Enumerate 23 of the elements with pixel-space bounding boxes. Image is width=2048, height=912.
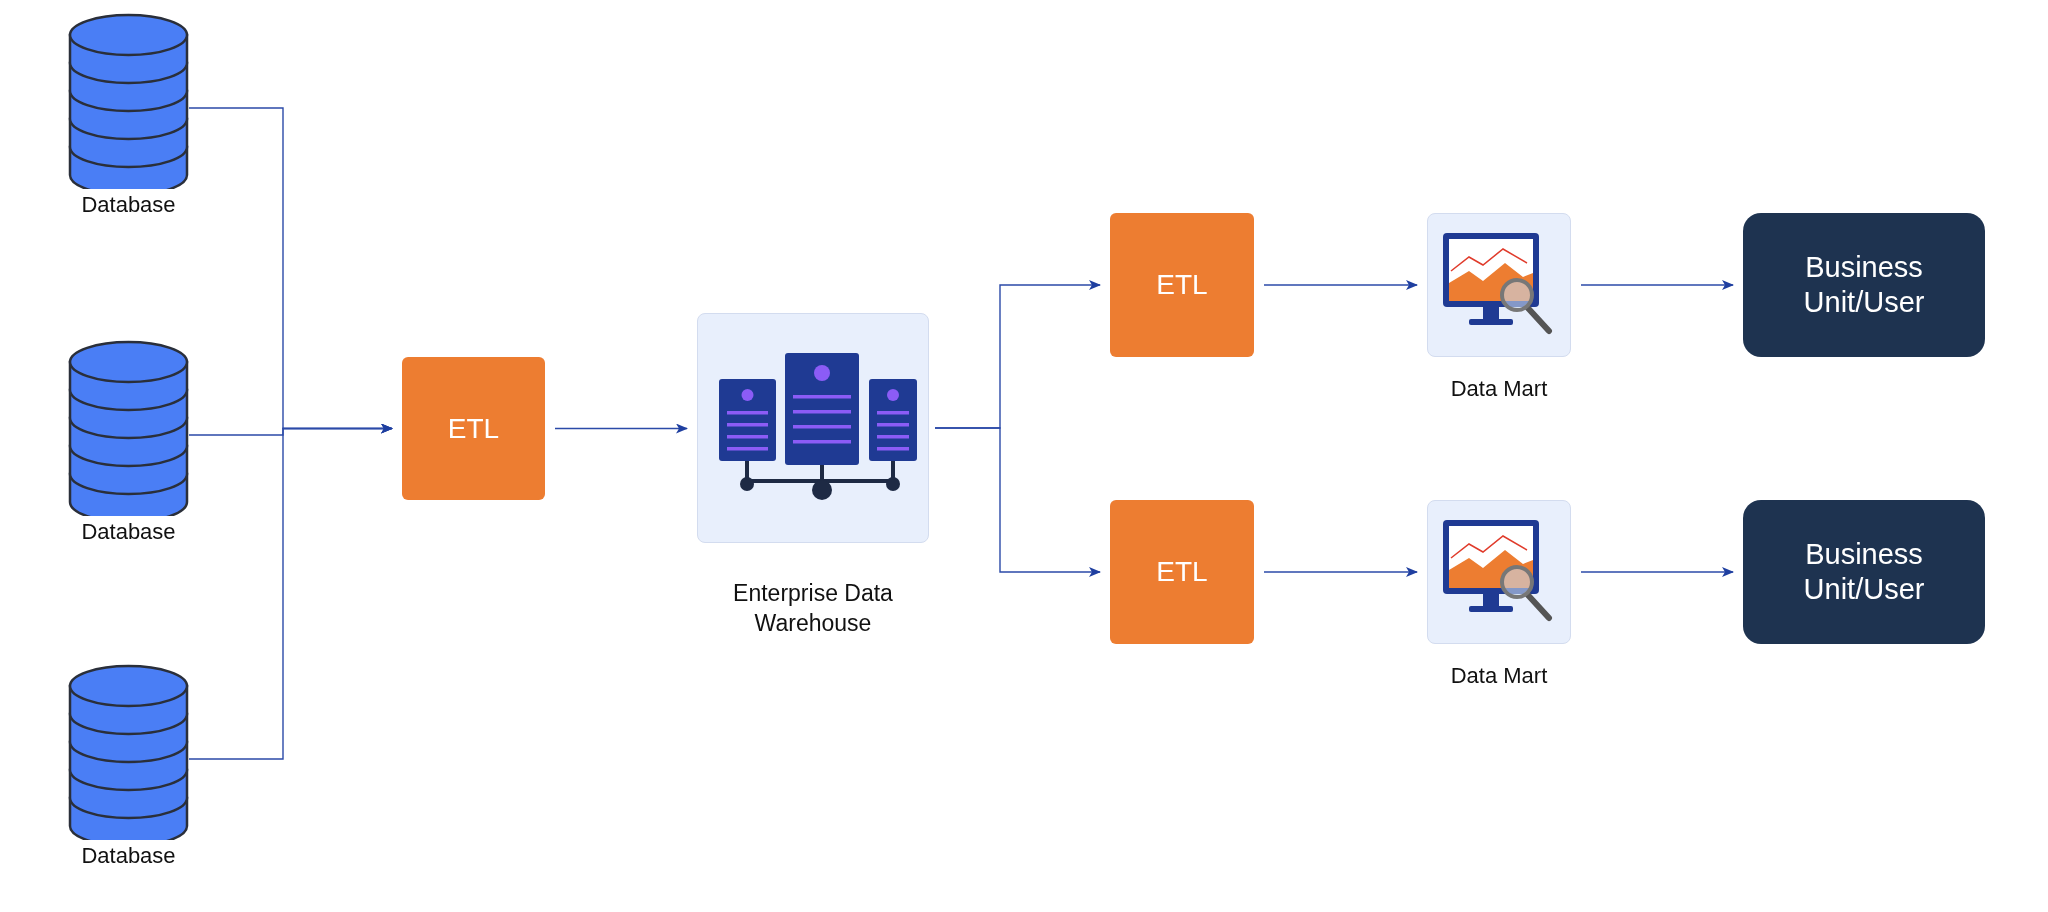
node-label: Business Unit/User <box>1802 537 1926 607</box>
node-label: Database <box>80 518 177 546</box>
arrow <box>1580 567 1734 577</box>
node-label: Business Unit/User <box>1802 250 1926 320</box>
process-box <box>1110 213 1254 357</box>
node-label: Data Mart <box>1449 375 1549 403</box>
node-label: ETL <box>447 411 500 446</box>
arrow <box>1580 280 1734 290</box>
node-label: Enterprise Data Warehouse <box>732 579 894 638</box>
arrow <box>188 423 393 760</box>
node-label: ETL <box>1156 555 1208 589</box>
process-box <box>402 357 545 500</box>
process-box <box>1743 213 1985 357</box>
arrow <box>554 423 688 434</box>
process-box <box>1110 500 1254 644</box>
node-label: Database <box>80 191 177 219</box>
arrow <box>1263 567 1418 577</box>
process-box <box>1743 500 1985 644</box>
arrow <box>1263 280 1418 290</box>
node-label: Data Mart <box>1449 662 1549 690</box>
node-label: ETL <box>1156 268 1208 302</box>
node-label: Database <box>80 842 177 870</box>
arrow <box>934 427 1101 577</box>
